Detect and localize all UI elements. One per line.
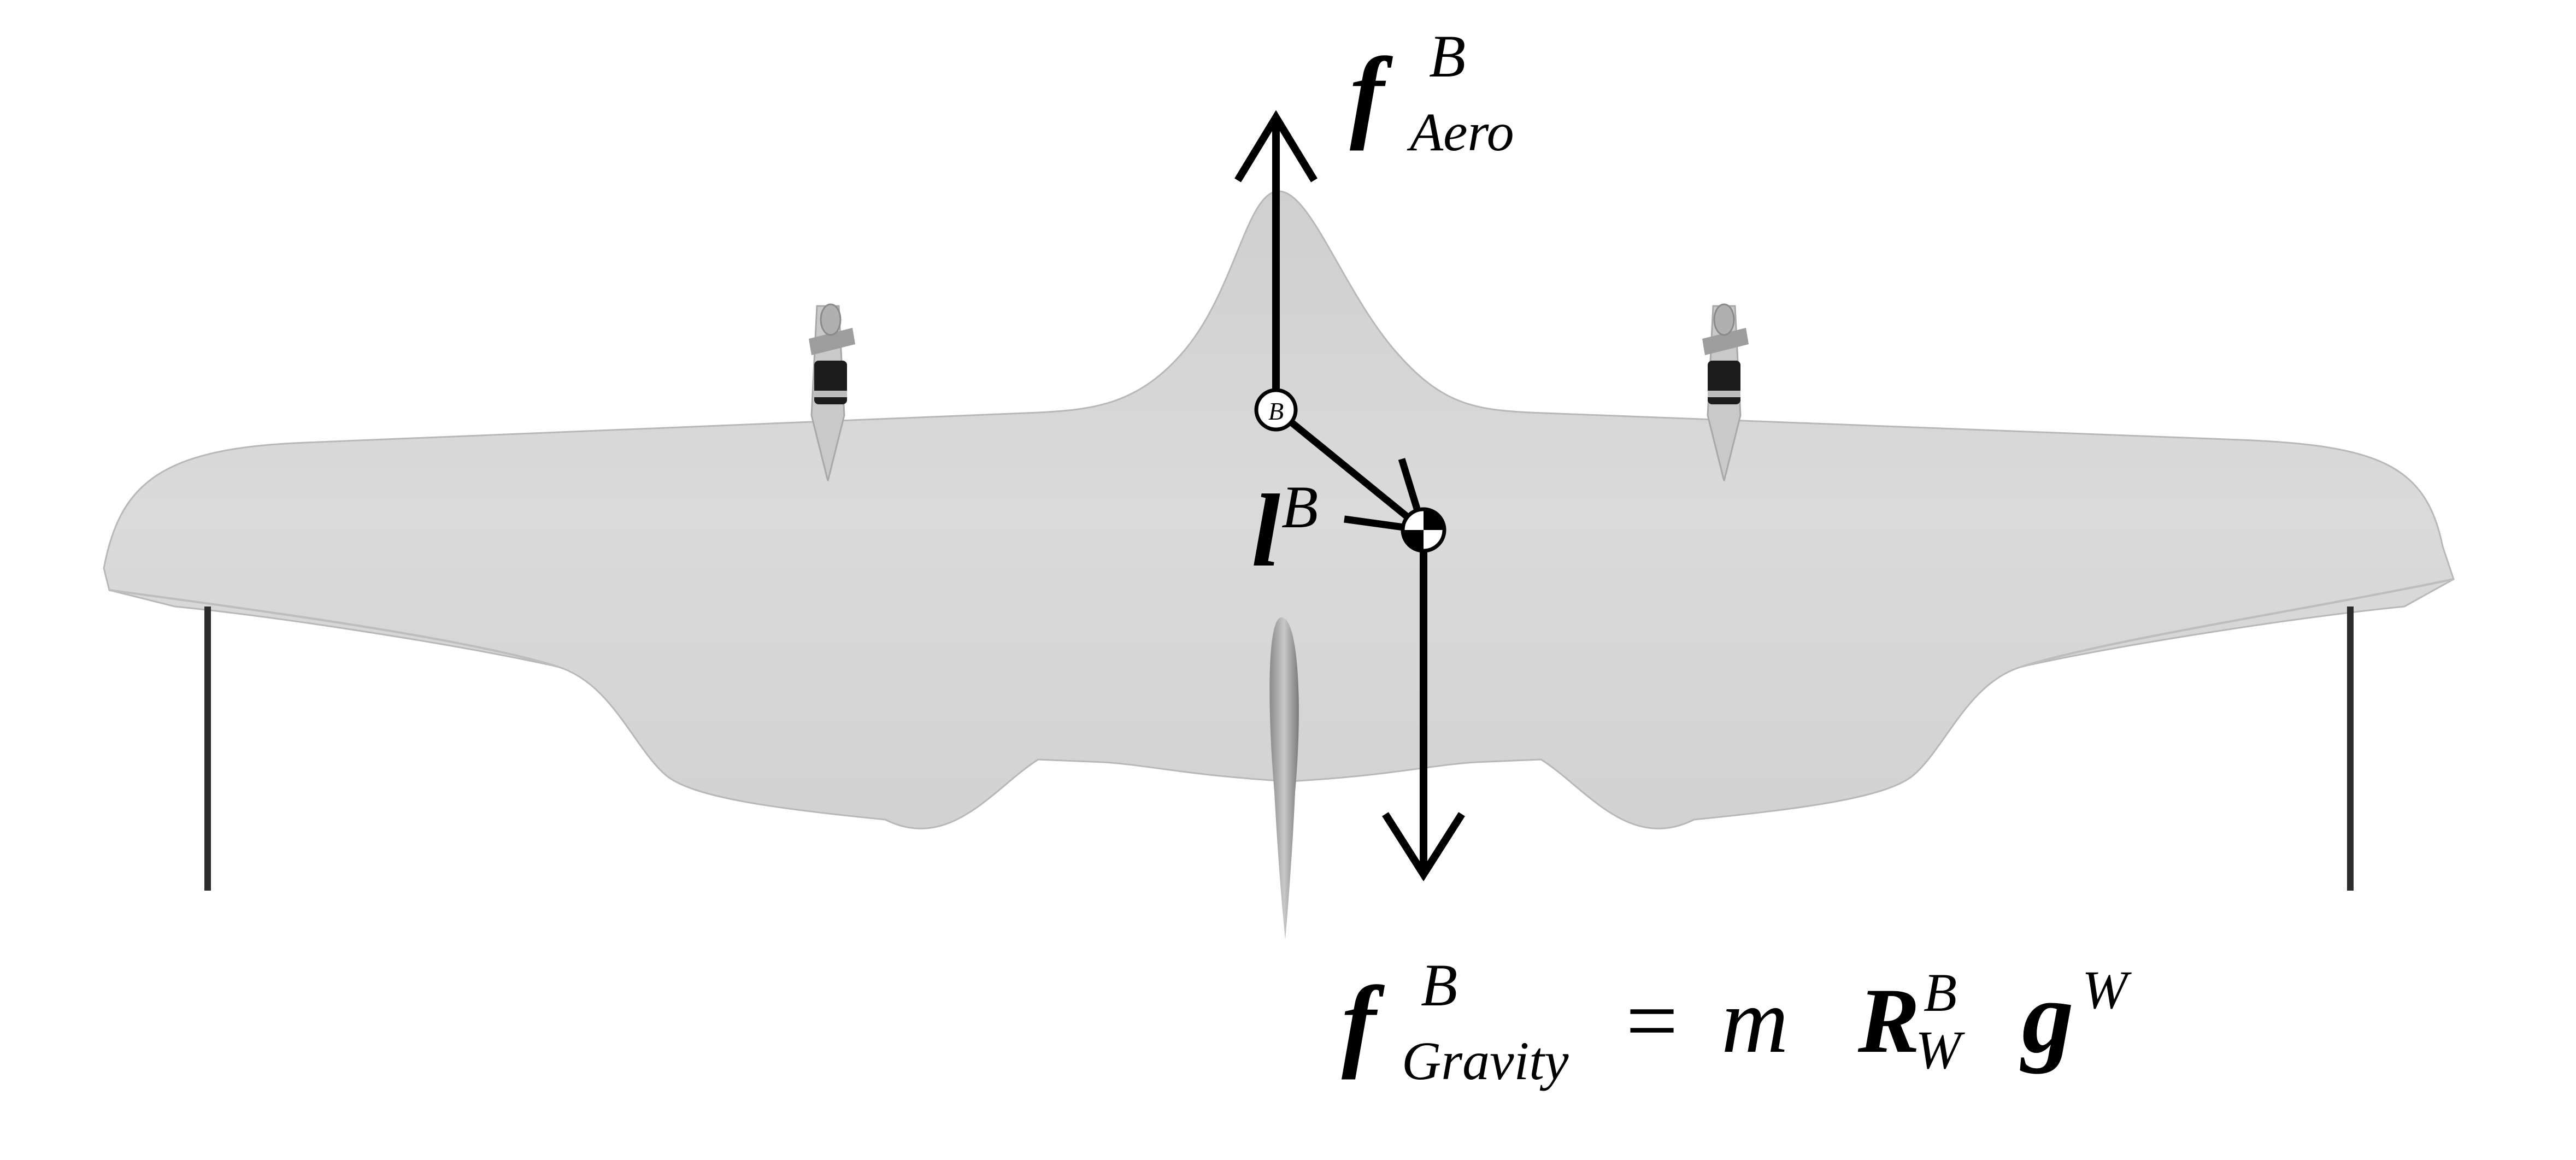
lever-arm-superscript: B: [1281, 474, 1318, 540]
left-motor-pod: [809, 303, 855, 481]
gravity-equation: f B Gravity = m R B W g W: [1342, 952, 2132, 1091]
aircraft-body: [103, 190, 2455, 940]
lever-arm-label: l B: [1251, 474, 1318, 588]
lever-arm-symbol: l: [1251, 474, 1280, 588]
gravity-force-superscript: B: [1421, 952, 1457, 1018]
gravity-vector-superscript: W: [2082, 959, 2132, 1020]
gravity-force-symbol: f: [1342, 965, 1385, 1080]
wing-trailing-shadow: [109, 578, 2454, 668]
equals-sign: =: [1626, 969, 1678, 1072]
body-frame-label: B: [1268, 397, 1284, 425]
aero-force-superscript: B: [1429, 23, 1466, 90]
rotation-matrix-symbol: R: [1857, 969, 1920, 1072]
gravity-force-subscript: Gravity: [1402, 1031, 1569, 1091]
gravity-force-vector: [1382, 530, 1465, 882]
aero-force-symbol: f: [1350, 37, 1393, 151]
rotation-matrix-superscript: B: [1924, 962, 1957, 1023]
body-frame-origin-marker: B: [1254, 388, 1298, 432]
mass-symbol: m: [1721, 969, 1789, 1072]
right-motor-pod: [1702, 303, 1749, 481]
center-of-gravity-icon: [1401, 507, 1446, 553]
rotation-matrix-subscript: W: [1915, 1020, 1965, 1080]
aero-force-vector: [1234, 110, 1318, 410]
left-wingtip-strut: [204, 607, 211, 891]
ventral-fin: [1269, 617, 1299, 940]
aero-force-subscript: Aero: [1407, 102, 1514, 162]
aero-force-label: f B Aero: [1350, 23, 1514, 162]
right-wingtip-strut: [2347, 607, 2354, 891]
gravity-vector-symbol: g: [2020, 960, 2074, 1075]
